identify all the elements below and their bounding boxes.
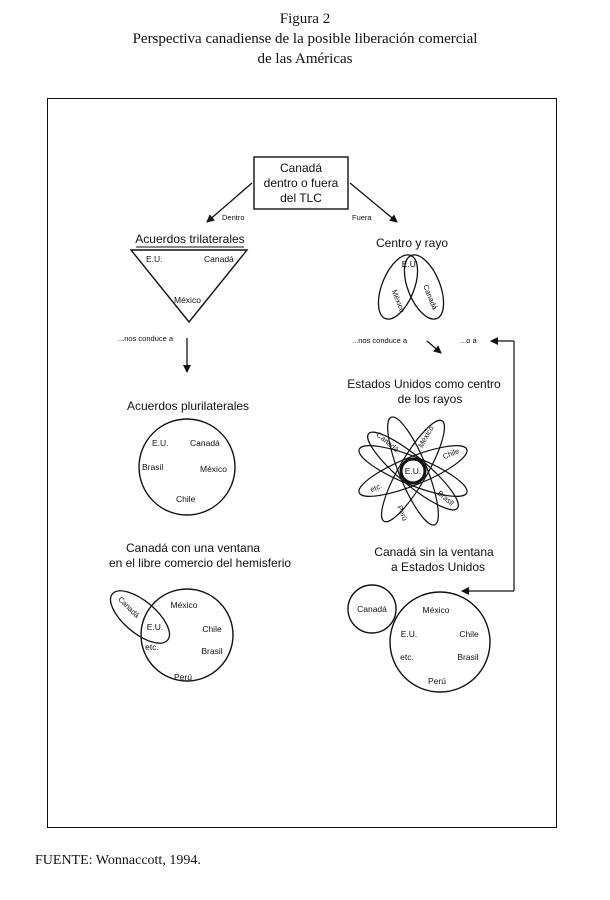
- us-hub-spoke-peru: [387, 416, 439, 526]
- hub-mexico: México: [390, 288, 407, 313]
- trilateral-canada: Canadá: [204, 254, 234, 264]
- us-hub-spoke-canada: [367, 431, 459, 511]
- hub-ellipse-canada: [403, 254, 445, 320]
- source-note: FUENTE: Wonnaccott, 1994.: [35, 853, 201, 868]
- plurilateral-mexico: México: [200, 464, 227, 474]
- label-fuera: Fuera: [352, 213, 372, 222]
- figure-title-line1: Perspectiva canadiense de la posible lib…: [132, 31, 478, 47]
- trilateral-conduce: ...nos conduce a: [118, 334, 174, 343]
- trilateral-eu: E.U.: [146, 254, 163, 264]
- trilateral-mexico: México: [174, 295, 201, 305]
- plurilateral-title: Acuerdos plurilaterales: [127, 399, 249, 413]
- hub-eu: E.U.: [402, 259, 419, 269]
- us-hub-etc: etc.: [369, 481, 384, 494]
- us-hub-spoke-chile: [358, 445, 468, 497]
- us-hub-chile: Chile: [441, 446, 460, 461]
- arrow-dentro: [206, 182, 253, 223]
- top-box-line3: del TLC: [280, 191, 322, 205]
- with-window-brasil: Brasil: [201, 646, 222, 656]
- trilateral-triangle: [129, 249, 249, 324]
- us-hub-peru: Perú: [395, 504, 409, 522]
- hub-canada: Canadá: [421, 283, 439, 311]
- us-hub-title-line2: de los rayos: [398, 392, 463, 406]
- plurilateral-chile: Chile: [176, 494, 196, 504]
- plurilateral-brasil: Brasil: [142, 462, 163, 472]
- hub-oa: ...o a: [460, 336, 478, 345]
- us-hub-spoke-mexico: [380, 419, 446, 523]
- without-window-mexico: México: [423, 605, 450, 615]
- us-hub-center: [399, 457, 427, 485]
- with-window-eu: E.U.: [147, 622, 164, 632]
- figure-title-line2: de las Américas: [257, 51, 353, 67]
- plurilateral-circle: [138, 418, 236, 516]
- with-window-canada: Canadá: [116, 595, 142, 621]
- with-window-title-line2: en el libre comercio del hemisferio: [109, 556, 291, 570]
- with-window-title-line1: Canadá con una ventana: [126, 541, 260, 555]
- with-window-mexico: México: [171, 600, 198, 610]
- top-box-line1: Canadá: [280, 161, 322, 175]
- figure-label: Figura 2: [279, 11, 331, 27]
- plurilateral-canada: Canadá: [190, 438, 220, 448]
- with-window-peru: Perú: [174, 672, 192, 682]
- label-dentro: Dentro: [222, 213, 245, 222]
- without-window-circle: [389, 591, 491, 693]
- without-window-canada-circle: [347, 584, 397, 634]
- diagram-frame: [47, 98, 557, 828]
- arrow-to-us-hub: [426, 340, 442, 354]
- us-hub-spoke-brasil: [358, 445, 468, 497]
- without-window-canada: Canadá: [357, 604, 387, 614]
- without-window-etc: etc.: [400, 652, 414, 662]
- hub-conduce: ...nos conduce a: [352, 336, 408, 345]
- with-window-canada-ellipse: [109, 590, 171, 644]
- without-window-chile: Chile: [459, 629, 479, 639]
- us-hub-center-label: E.U.: [405, 466, 422, 476]
- without-window-title-line2: a Estados Unidos: [391, 560, 485, 574]
- with-window-chile: Chile: [202, 624, 222, 634]
- without-window-peru: Perú: [428, 676, 446, 686]
- without-window-eu: E.U.: [401, 629, 418, 639]
- with-window-circle: [140, 588, 234, 682]
- with-window-etc: etc.: [145, 642, 159, 652]
- top-box-line2: dentro o fuera: [264, 176, 339, 190]
- hub-title: Centro y rayo: [376, 236, 448, 250]
- without-window-brasil: Brasil: [457, 652, 478, 662]
- arrow-fuera: [349, 182, 398, 223]
- top-box: [253, 156, 349, 210]
- trilateral-title: Acuerdos trilaterales: [135, 232, 244, 246]
- without-window-title-line1: Canadá sin la ventana: [374, 545, 494, 559]
- plurilateral-eu: E.U.: [152, 438, 169, 448]
- us-hub-title-line1: Estados Unidos como centro: [347, 377, 501, 391]
